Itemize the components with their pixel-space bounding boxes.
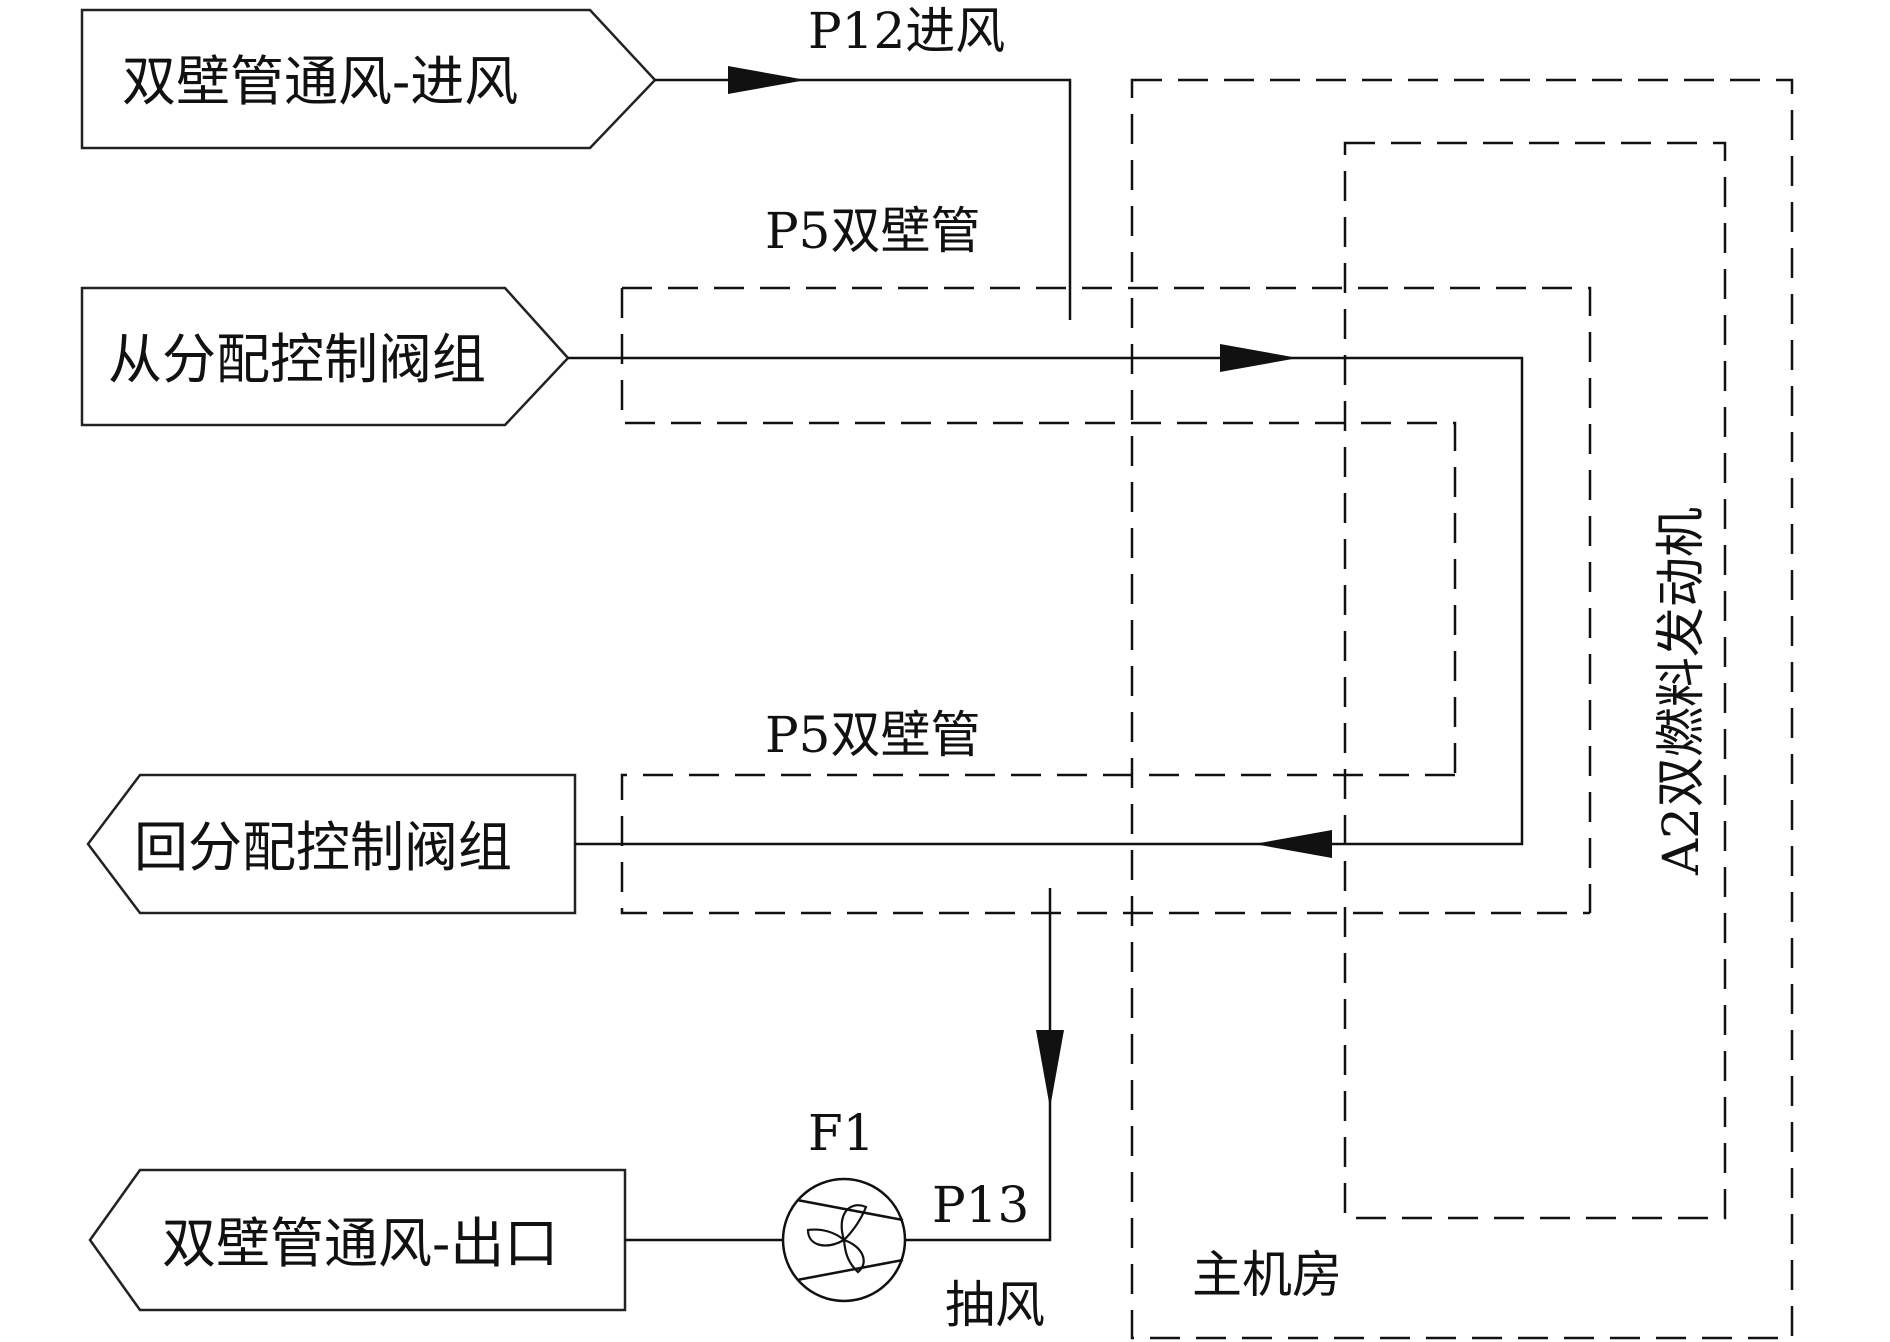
from-valve-label: 从分配控制阀组 [108, 328, 486, 391]
exhaust-label: 抽风 [945, 1276, 1045, 1334]
p5-pipe-top-label: P5双壁管 [765, 202, 980, 260]
outlet-label: 双壁管通风-出口 [162, 1212, 558, 1275]
fan-label: F1 [808, 1104, 875, 1162]
arrow-exhaust [1036, 1030, 1064, 1108]
outlet-terminal [88, 1168, 627, 1312]
inlet-label: 双壁管通风-进风 [122, 50, 518, 113]
arrow-supply [1220, 344, 1298, 372]
supply-line [568, 356, 1524, 846]
return-valve-label: 回分配控制阀组 [134, 816, 512, 879]
return-valve-terminal [86, 773, 577, 915]
p5-pipe-top-outline [620, 286, 1592, 913]
exhaust-line [905, 888, 1052, 1242]
engine-boundary [1343, 141, 1727, 1220]
engine-room-boundary [1130, 78, 1794, 1340]
from-valve-terminal [80, 286, 570, 427]
p13-label: P13 [932, 1176, 1029, 1234]
fan-icon [781, 1177, 907, 1303]
engine-room-label: 主机房 [1192, 1246, 1342, 1304]
inlet-terminal [80, 8, 657, 150]
p5-pipe-bottom-label: P5双壁管 [765, 706, 980, 764]
p12-inlet-label: P12进风 [808, 2, 1005, 60]
engine-label: A2双燃料发动机 [1652, 507, 1710, 876]
arrow-return [1254, 830, 1332, 858]
p12-inlet-line [655, 78, 1072, 320]
arrow-p12 [728, 66, 806, 94]
